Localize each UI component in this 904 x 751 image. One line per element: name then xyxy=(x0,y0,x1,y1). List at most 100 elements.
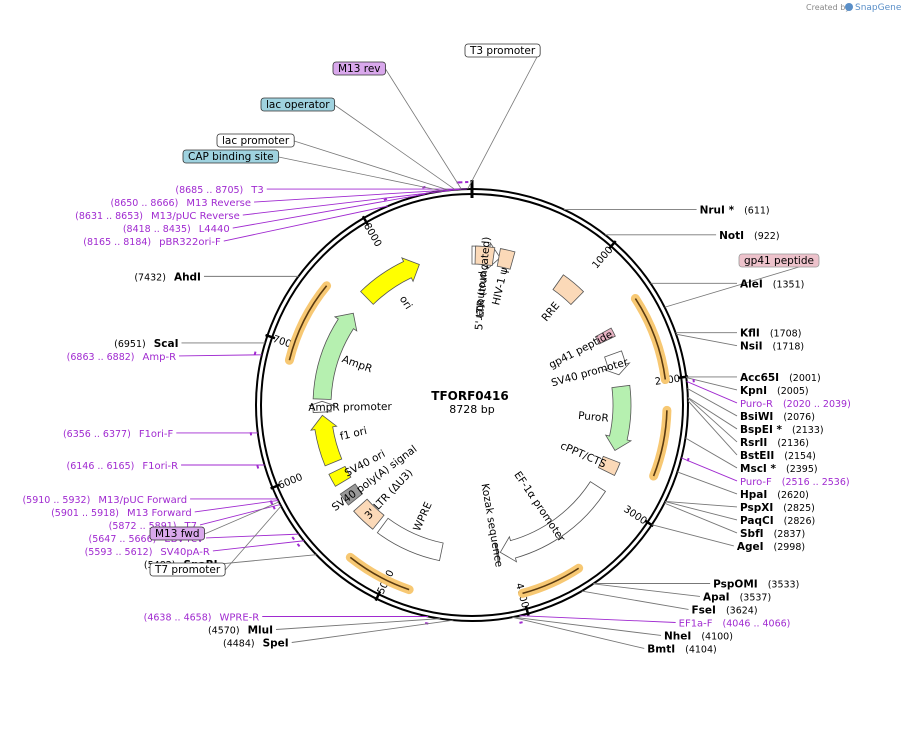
boxed-label-text: gp41 peptide xyxy=(744,255,814,267)
site-name: NsiI xyxy=(740,341,763,353)
site-name: NheI xyxy=(664,630,691,642)
site-position: (3533) xyxy=(768,579,800,590)
primer-position: (6356 .. 6377) xyxy=(63,429,131,440)
feature-ampr xyxy=(312,312,358,400)
feature-sv40-ori xyxy=(328,465,352,487)
primer-position: (2516 .. 2536) xyxy=(782,477,850,488)
primer-mark xyxy=(686,457,690,462)
primer-mark xyxy=(256,465,260,469)
feature-puror xyxy=(604,384,633,452)
plasmid-length: 8728 bp xyxy=(449,403,494,416)
primer-position: (5647 .. 5666) xyxy=(89,534,157,545)
primer-position: (4638 .. 4658) xyxy=(144,613,212,624)
tick-mark xyxy=(608,240,617,250)
site-position: (3537) xyxy=(740,592,772,603)
feature-ef-1-promoter xyxy=(499,481,607,563)
primer-label: F1ori-F(6356 .. 6377) xyxy=(63,429,174,440)
boxed-label-text: T3 promoter xyxy=(469,45,536,57)
primer-name: WPRE-R xyxy=(219,613,259,624)
leader-line xyxy=(275,618,441,630)
primer-position: (8631 .. 8653) xyxy=(75,211,143,222)
primer-position: (5593 .. 5612) xyxy=(85,547,153,558)
site-position: (3624) xyxy=(726,605,758,616)
feature-sv40-poly-a-signal xyxy=(339,483,364,506)
site-label: MluI(4570) xyxy=(208,625,273,637)
site-label: BmtI (4104) xyxy=(647,643,716,655)
site-name: RsrII xyxy=(740,437,767,449)
site-name: NotI xyxy=(719,230,744,242)
boxed-label-frame xyxy=(738,253,820,268)
site-name: BstEII xyxy=(740,450,774,462)
site-name: MscI * xyxy=(740,463,776,475)
primer-label: WPRE-R (4638 .. 4658) xyxy=(144,613,260,624)
leader-line xyxy=(581,590,689,610)
primer-label: M13/pUC Reverse (8631 .. 8653) xyxy=(75,211,240,222)
site-position: (1708) xyxy=(770,329,802,340)
primer-label: EF1a-F(4046 .. 4066) xyxy=(679,618,791,629)
site-name: PspXI xyxy=(740,502,773,514)
primer-label: pBR322ori-F(8165 .. 8184) xyxy=(83,237,221,248)
site-name: BsiWI xyxy=(740,411,773,423)
leader-line xyxy=(512,616,662,636)
leader-line xyxy=(665,501,738,508)
leader-line xyxy=(677,471,738,495)
label-layer: NruI *(611)NotI(922)AleI(1351)KflI(1708)… xyxy=(22,43,851,655)
boxed-label-text: M13 rev xyxy=(338,63,381,75)
site-name: ApaI xyxy=(703,591,730,603)
site-name: BmtI xyxy=(647,643,675,655)
primer-label: M13 Forward(5901 .. 5918) xyxy=(51,508,192,519)
feature-sv40-promoter xyxy=(603,350,631,376)
leader-line xyxy=(223,205,389,242)
primer-mark xyxy=(291,536,295,541)
leader-line xyxy=(687,397,738,430)
boxed-label-m13-rev: M13 rev xyxy=(332,61,386,76)
site-position: (922) xyxy=(754,231,780,242)
site-name: HpaI xyxy=(740,489,767,501)
boxed-label-lac-promoter: lac promoter xyxy=(216,133,295,148)
primer-mark xyxy=(519,621,523,624)
orf-band xyxy=(518,563,584,598)
credit-brand: SnapGene xyxy=(855,3,902,13)
site-position: (7432) xyxy=(134,272,166,283)
leader-line xyxy=(224,505,282,571)
feature-5-ltr-truncated xyxy=(474,245,496,266)
site-label: BsiWI(2076) xyxy=(740,411,815,423)
site-position: (4484) xyxy=(223,639,255,650)
site-label: AhdI(7432) xyxy=(134,271,201,283)
primer-name: SV40pA-R xyxy=(160,547,209,558)
boxed-label-frame xyxy=(332,61,386,76)
primer-name: F1ori-R xyxy=(142,461,178,472)
feature-label: Kozak sequence xyxy=(479,483,505,569)
site-label: BspEI *(2133) xyxy=(740,424,824,436)
site-position: (4570) xyxy=(208,626,240,637)
site-label: NotI (922) xyxy=(719,230,779,242)
site-label: RsrII(2136) xyxy=(740,437,809,449)
site-position: (4104) xyxy=(685,644,717,655)
site-label: SpeI(4484) xyxy=(223,638,289,650)
boxed-label-text: T7 promoter xyxy=(154,564,221,576)
site-label: NheI (4100) xyxy=(664,630,733,642)
primer-name: M13/pUC Reverse xyxy=(151,211,240,222)
primer-position: (6863 .. 6882) xyxy=(67,352,135,363)
boxed-label-frame xyxy=(216,133,295,148)
primer-name: Puro-F xyxy=(740,477,772,488)
leader-line xyxy=(220,554,317,565)
leader-line xyxy=(675,333,738,347)
leader-line xyxy=(686,377,738,391)
feature-cppt-cts xyxy=(597,455,621,477)
leader-line xyxy=(687,388,738,417)
boxed-label-frame xyxy=(260,97,336,112)
leader-line xyxy=(665,501,738,521)
feature-hiv-1 xyxy=(496,248,516,270)
boxed-label-frame xyxy=(149,526,205,541)
leader-line xyxy=(194,500,279,513)
primer-label: Puro-F (2516 .. 2536) xyxy=(740,477,850,488)
tick-label: 8000 xyxy=(361,221,383,249)
leader-line xyxy=(291,619,454,643)
boxed-label-frame xyxy=(464,43,541,58)
site-position: (4100) xyxy=(701,631,733,642)
leader-line xyxy=(512,616,645,649)
primer-name: M13 Reverse xyxy=(186,198,251,209)
primer-position: (8650 .. 8666) xyxy=(110,198,178,209)
